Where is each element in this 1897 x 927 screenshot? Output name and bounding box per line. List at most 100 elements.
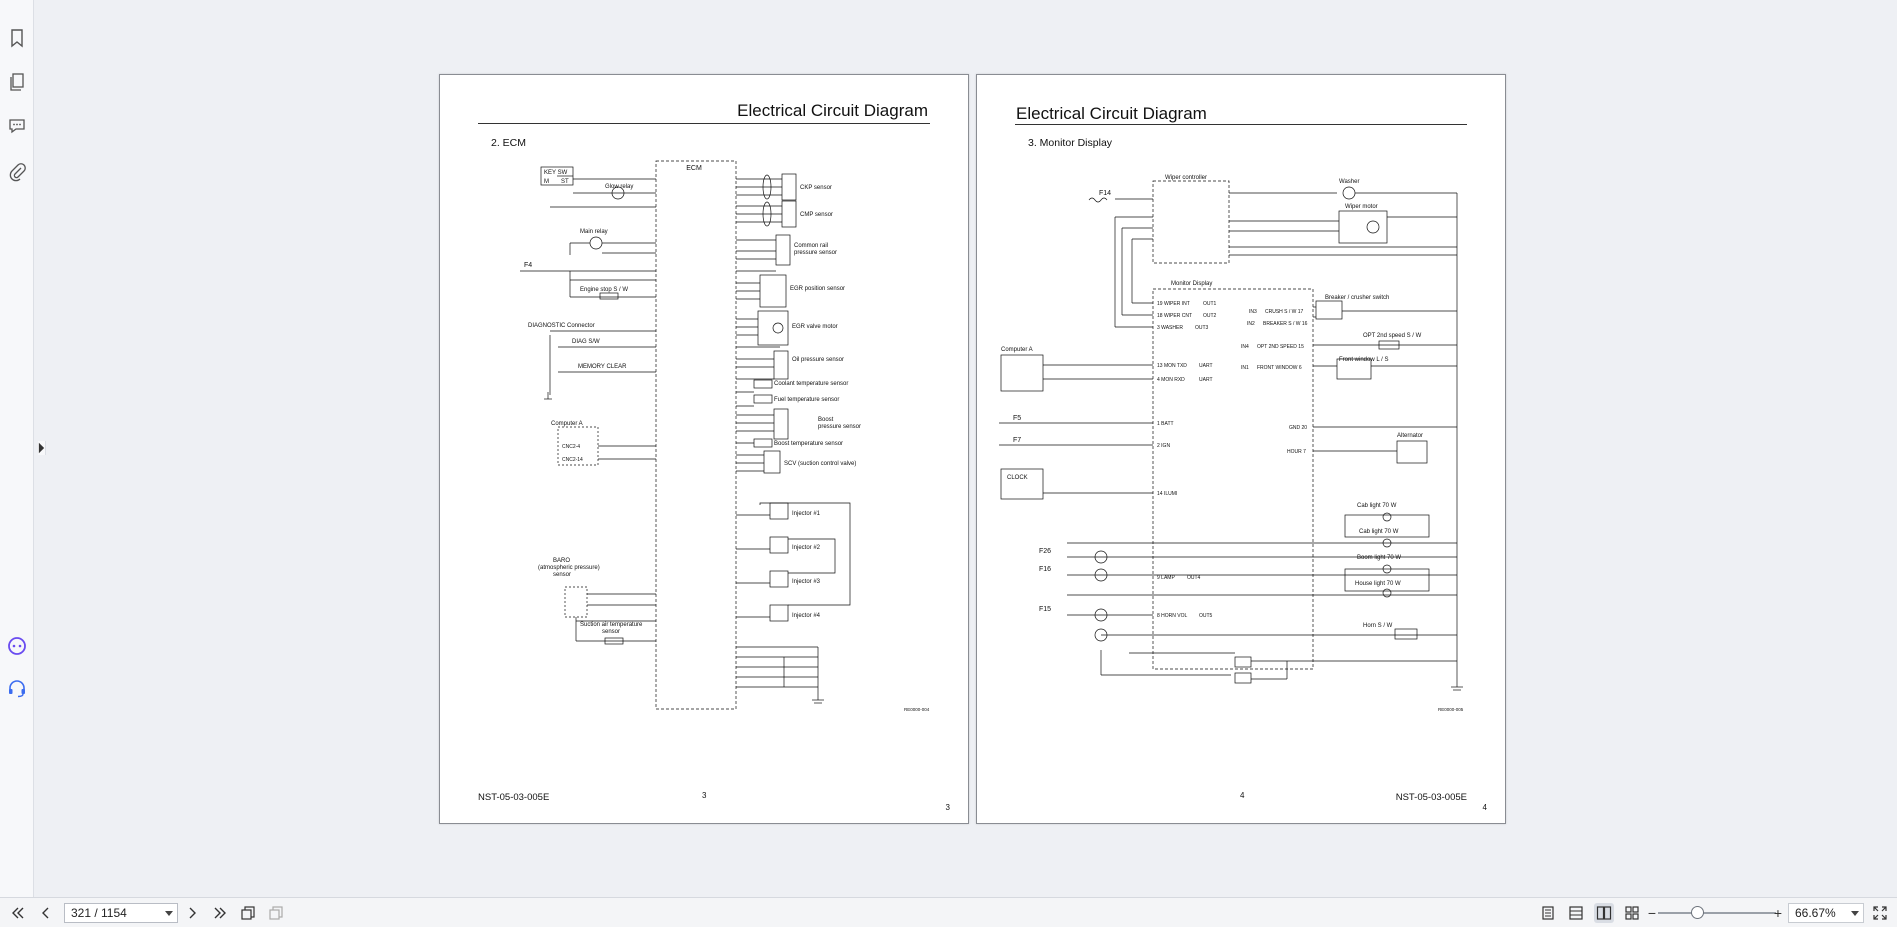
corner-page-number: 4 <box>1482 803 1487 812</box>
fullscreen-button[interactable] <box>1870 903 1890 923</box>
breaker-sw16-label: BREAKER S / W 16 <box>1263 321 1308 327</box>
double-chevron-right-icon <box>214 907 226 919</box>
figure-code: RE0000-004 <box>904 707 930 712</box>
document-viewer[interactable]: Electrical Circuit Diagram 2. ECM <box>48 0 1897 897</box>
engine-stop-label: Engine stop S / W <box>580 287 628 293</box>
chevron-down-icon[interactable] <box>1851 911 1859 916</box>
first-page-button[interactable] <box>8 903 28 923</box>
gnd-label: GND 20 <box>1289 425 1307 431</box>
last-page-button[interactable] <box>210 903 230 923</box>
zoom-level: 66.67% <box>1795 906 1836 920</box>
glow-relay-label: Glow relay <box>605 184 633 190</box>
document-code: NST-05-03-005E <box>478 792 550 803</box>
support-headset-icon[interactable] <box>5 676 29 700</box>
front-window-label: FRONT WINDOW 6 <box>1257 365 1302 371</box>
plus-icon: + <box>1773 905 1783 921</box>
house-light-label: House light 70 W <box>1355 581 1401 587</box>
two-page-view-button[interactable] <box>1594 903 1614 923</box>
single-page-icon <box>1542 906 1554 920</box>
minus-icon: − <box>1647 905 1657 921</box>
zoom-level-field[interactable]: 66.67% <box>1788 903 1864 923</box>
scv-label: SCV (suction control valve) <box>784 461 856 467</box>
page-indicator: 321 / 1154 <box>71 906 127 920</box>
zoom-slider-handle[interactable] <box>1691 906 1704 919</box>
wiper-cnt-label: 18 WIPER CNT <box>1157 313 1192 319</box>
injector-4-label: Injector #4 <box>792 613 821 619</box>
center-page-number: 4 <box>1240 791 1245 800</box>
single-page-view-button[interactable] <box>1538 903 1558 923</box>
next-page-button[interactable] <box>182 903 202 923</box>
injector-2-label: Injector #2 <box>792 545 821 551</box>
page-right: Electrical Circuit Diagram 3. Monitor Di… <box>976 74 1506 824</box>
cmp-label: CMP sensor <box>800 212 833 218</box>
diag-connector-label: DIAGNOSTIC Connector <box>528 323 595 329</box>
wiper-motor-label: Wiper motor <box>1345 204 1378 210</box>
page-title: Electrical Circuit Diagram <box>1016 104 1207 123</box>
f16-label: F16 <box>1039 566 1051 573</box>
alternator-label: Alternator <box>1397 433 1423 439</box>
ign-label: 2 IGN <box>1157 443 1170 449</box>
m-label: M <box>544 179 549 185</box>
computer-a-label: Computer A <box>1001 347 1033 353</box>
horn-sw-label: Horn S / W <box>1363 623 1393 629</box>
uart-txd-label: UART <box>1199 363 1213 369</box>
egr-position-label: EGR position sensor <box>790 286 845 292</box>
page-stack-icon <box>269 906 283 920</box>
fuel-temp-label: Fuel temperature sensor <box>774 397 839 403</box>
title-rule <box>1015 124 1467 125</box>
washer-label: Washer <box>1339 179 1359 185</box>
cab-light-1-label: Cab light 70 W <box>1357 503 1397 509</box>
pages-icon[interactable] <box>5 70 29 94</box>
opt-2nd-speed-label: OPT 2ND SPEED 15 <box>1257 344 1304 350</box>
bookmark-icon[interactable] <box>5 26 29 50</box>
continuous-view-button[interactable] <box>1566 903 1586 923</box>
title-rule <box>478 123 930 124</box>
cnc2-14-label: CNC2-14 <box>562 457 583 463</box>
attachment-icon[interactable] <box>5 160 29 184</box>
section-heading: 2. ECM <box>491 137 527 149</box>
double-chevron-left-icon <box>12 907 24 919</box>
chevron-down-icon[interactable] <box>165 911 173 916</box>
extract-page-button[interactable] <box>266 903 286 923</box>
out5-label: OUT5 <box>1199 613 1213 619</box>
zoom-slider-track[interactable] <box>1658 912 1776 914</box>
two-page-icon <box>1596 906 1612 920</box>
zoom-out-button[interactable]: − <box>1642 903 1662 923</box>
grid-view-button[interactable] <box>1622 903 1642 923</box>
memory-clear-label: MEMORY CLEAR <box>578 364 627 370</box>
comments-icon[interactable] <box>5 114 29 138</box>
f5-label: F5 <box>1013 415 1021 422</box>
f7-label: F7 <box>1013 437 1021 444</box>
key-sw-label: KEY SW <box>544 170 568 176</box>
monitor-display-circuit-diagram: Wiper controller Washer Wiper motor F14 … <box>999 175 1464 712</box>
cnc2-4-label: CNC2-4 <box>562 444 580 450</box>
front-window-ls-label: Front window L / S <box>1339 357 1388 363</box>
boost-temp-label: Boost temperature sensor <box>774 441 843 447</box>
ai-assistant-icon[interactable] <box>5 634 29 658</box>
out1-label: OUT1 <box>1203 301 1217 307</box>
common-rail-label-2: pressure sensor <box>794 250 837 256</box>
computer-a-label: Computer A <box>551 421 583 427</box>
clock-label: CLOCK <box>1007 475 1028 481</box>
wiper-int-label: 19 WIPER INT <box>1157 301 1190 307</box>
rotate-page-button[interactable] <box>238 903 258 923</box>
st-label: ST <box>561 179 569 185</box>
boom-light-label: Boom light 70 W <box>1357 555 1401 561</box>
in3-label: IN3 <box>1249 309 1257 315</box>
mon-rxd-label: 4 MON RXD <box>1157 377 1185 383</box>
expand-panel-icon[interactable] <box>38 441 46 455</box>
diag-sw-label: DIAG S/W <box>572 339 600 345</box>
center-page-number: 3 <box>702 791 707 800</box>
batt-label: 1 BATT <box>1157 421 1174 427</box>
oil-pressure-label: Oil pressure sensor <box>792 357 844 363</box>
ecm-label: ECM <box>686 165 702 172</box>
zoom-in-button[interactable]: + <box>1768 903 1788 923</box>
monitor-display-label: Monitor Display <box>1171 281 1212 287</box>
previous-page-button[interactable] <box>36 903 56 923</box>
left-sidebar <box>0 0 34 897</box>
injector-3-label: Injector #3 <box>792 579 821 585</box>
page-number-field[interactable]: 321 / 1154 <box>64 903 178 923</box>
boost-label: Boost <box>818 417 834 423</box>
chevron-right-icon <box>189 907 196 919</box>
lamp-label: 9 LAMP <box>1157 575 1175 581</box>
